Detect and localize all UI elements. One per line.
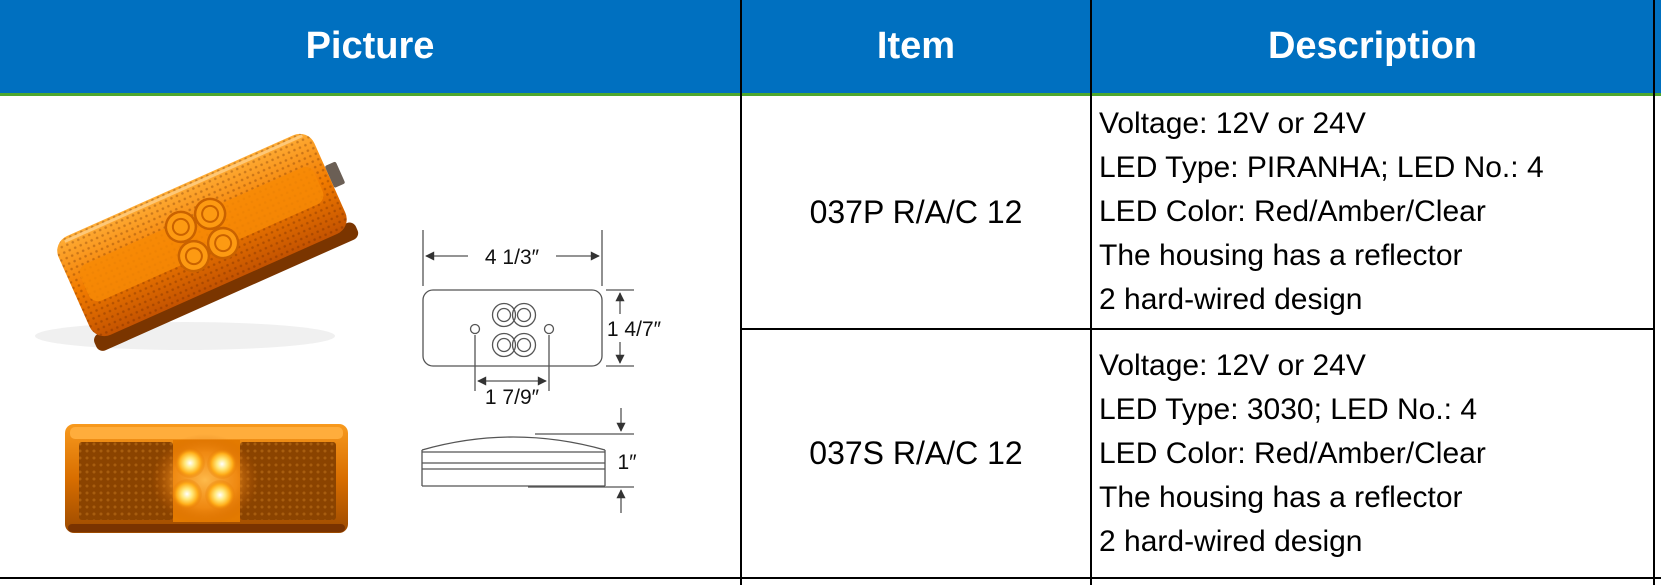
description-line: 2 hard-wired design [1099, 283, 1363, 316]
column-border-picture-item [740, 0, 742, 585]
description-line: LED Color: Red/Amber/Clear [1099, 195, 1486, 228]
description-line: The housing has a reflector [1099, 480, 1463, 514]
dim-label-bg [605, 314, 663, 342]
product-photo-angled [35, 133, 359, 351]
dim-height-label: 1 4/7″ [607, 318, 662, 341]
description-line: Voltage: 12V or 24V [1099, 348, 1366, 382]
description-line: LED Type: PIRANHA; LED No.: 4 [1099, 151, 1544, 184]
table-right-border [1653, 0, 1655, 585]
dimension-drawing-top-view [422, 230, 634, 391]
product-illustrations: 4 1/3″ 1 4/7″ 1 7/9″ 1″ [35, 133, 663, 533]
description-line: The housing has a reflector [1099, 239, 1463, 272]
dim-label-bg [468, 243, 556, 269]
description-row2: Voltage: 12V or 24V LED Type: 3030; LED … [1099, 330, 1647, 577]
picture-cell: 4 1/3″ 1 4/7″ 1 7/9″ 1″ [0, 96, 740, 577]
description-line: LED Color: Red/Amber/Clear [1099, 436, 1486, 470]
table-bottom-border [0, 577, 1661, 579]
lit-led-cluster [172, 448, 237, 510]
description-row1: Voltage: 12V or 24V LED Type: PIRANHA; L… [1099, 96, 1647, 328]
column-border-item-description [1090, 0, 1092, 585]
header-accent-line [0, 93, 1661, 96]
dim-hole-spacing-label: 1 7/9″ [485, 386, 540, 409]
item-code-row1: 037P R/A/C 12 [809, 193, 1023, 230]
column-header-description: Description [1267, 25, 1478, 67]
row-divider [740, 328, 1655, 330]
column-header-item: Item [876, 25, 956, 67]
description-line: Voltage: 12V or 24V [1099, 107, 1366, 140]
description-line: 2 hard-wired design [1099, 524, 1363, 558]
description-line: LED Type: 3030; LED No.: 4 [1099, 392, 1478, 426]
dim-profile-height-label: 1″ [617, 451, 637, 474]
dim-width-label: 4 1/3″ [485, 246, 540, 269]
table-header-bar [0, 0, 1661, 93]
dimension-drawing-side-view [421, 408, 634, 513]
item-code-row2: 037S R/A/C 12 [809, 435, 1023, 471]
product-photo-front [65, 424, 348, 533]
column-header-picture: Picture [305, 25, 435, 67]
